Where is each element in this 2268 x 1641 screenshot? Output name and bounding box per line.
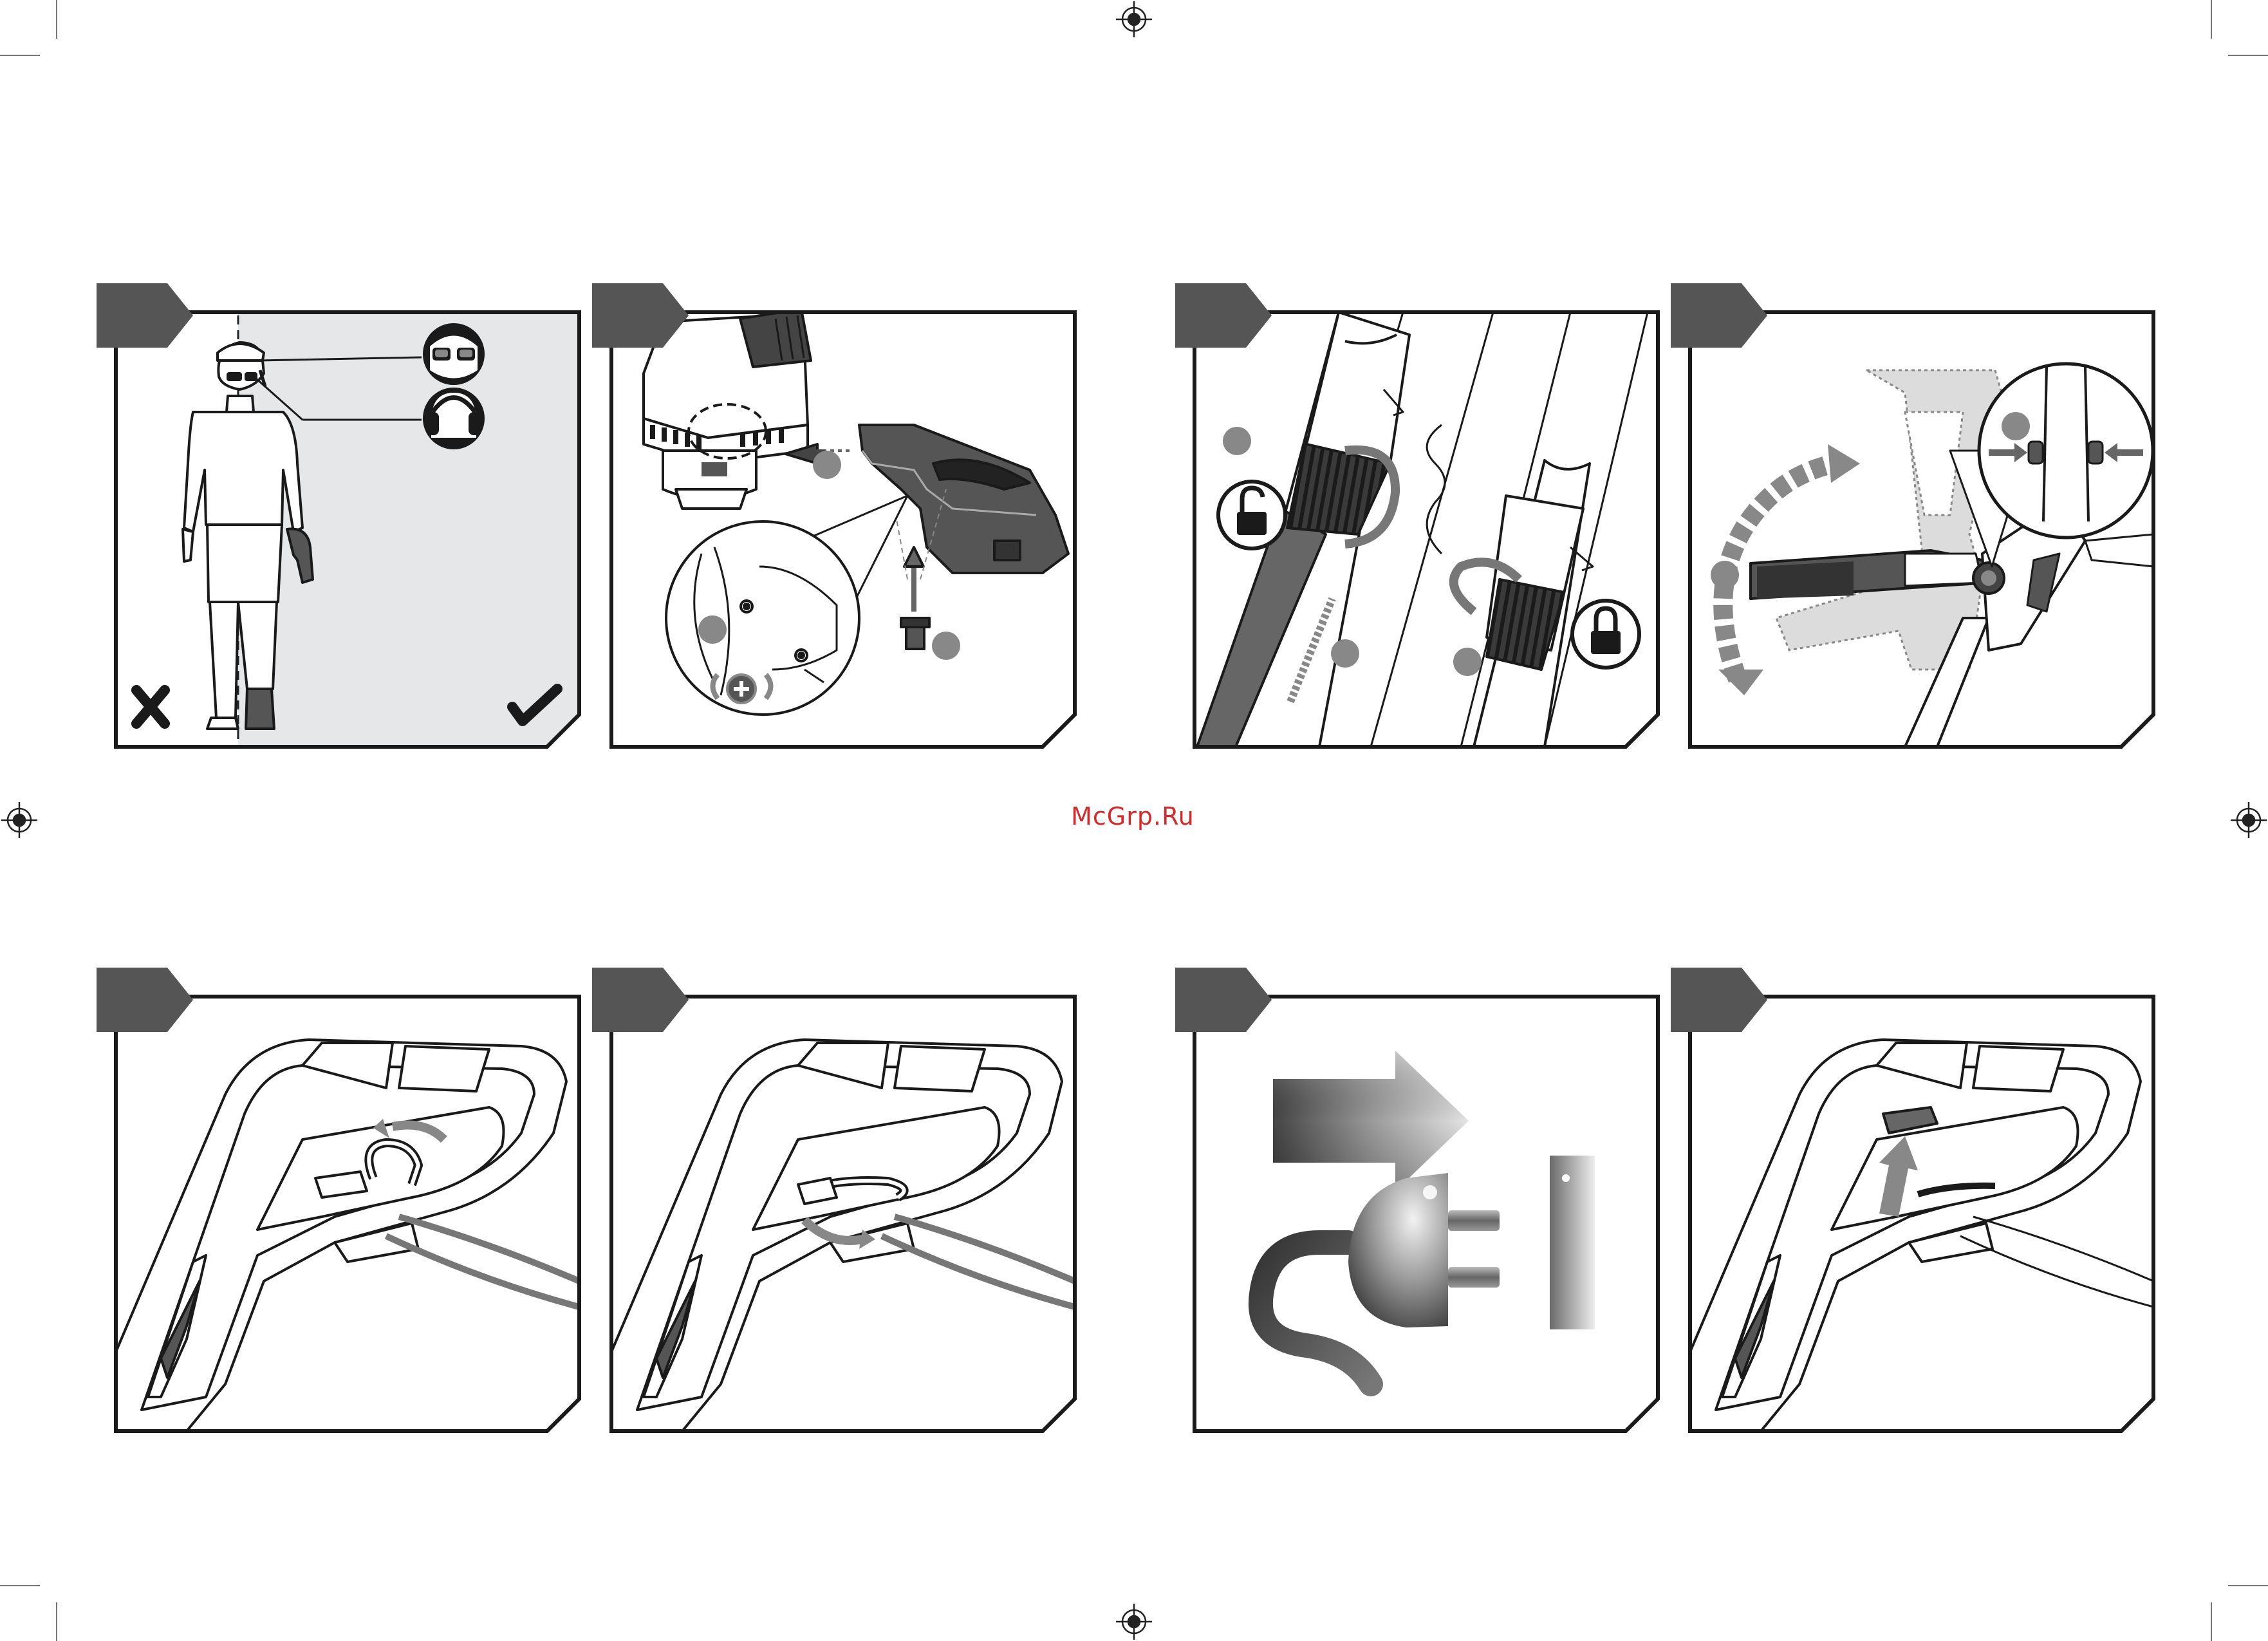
panel-safety-gear: [97, 283, 579, 747]
lock-icon: [1572, 601, 1639, 668]
power-symbol-icon: [1550, 1156, 1595, 1329]
registration-mark-top: [1116, 1, 1152, 37]
safety-glasses-icon: [423, 323, 485, 385]
panel-switch-on: [1671, 968, 2153, 1431]
registration-mark-right: [2231, 802, 2267, 838]
panel-plug-power: [1175, 968, 1658, 1431]
registration-mark-left: [1, 802, 37, 838]
panel-guard-assembly: [592, 283, 1075, 747]
unlock-icon: [1218, 482, 1285, 549]
panel-cord-loop-insert: [97, 968, 579, 1431]
panel-handle-adjust: [1671, 283, 2153, 747]
registration-mark-bottom: [1116, 1604, 1152, 1640]
screwdriver-icon: [901, 618, 929, 649]
watermark-text: McGrp.Ru: [1049, 802, 1216, 830]
ear-protection-icon: [423, 388, 485, 449]
panel-cord-loop-secure: [592, 968, 1075, 1431]
panel-shaft-adjust: [1175, 283, 1658, 747]
